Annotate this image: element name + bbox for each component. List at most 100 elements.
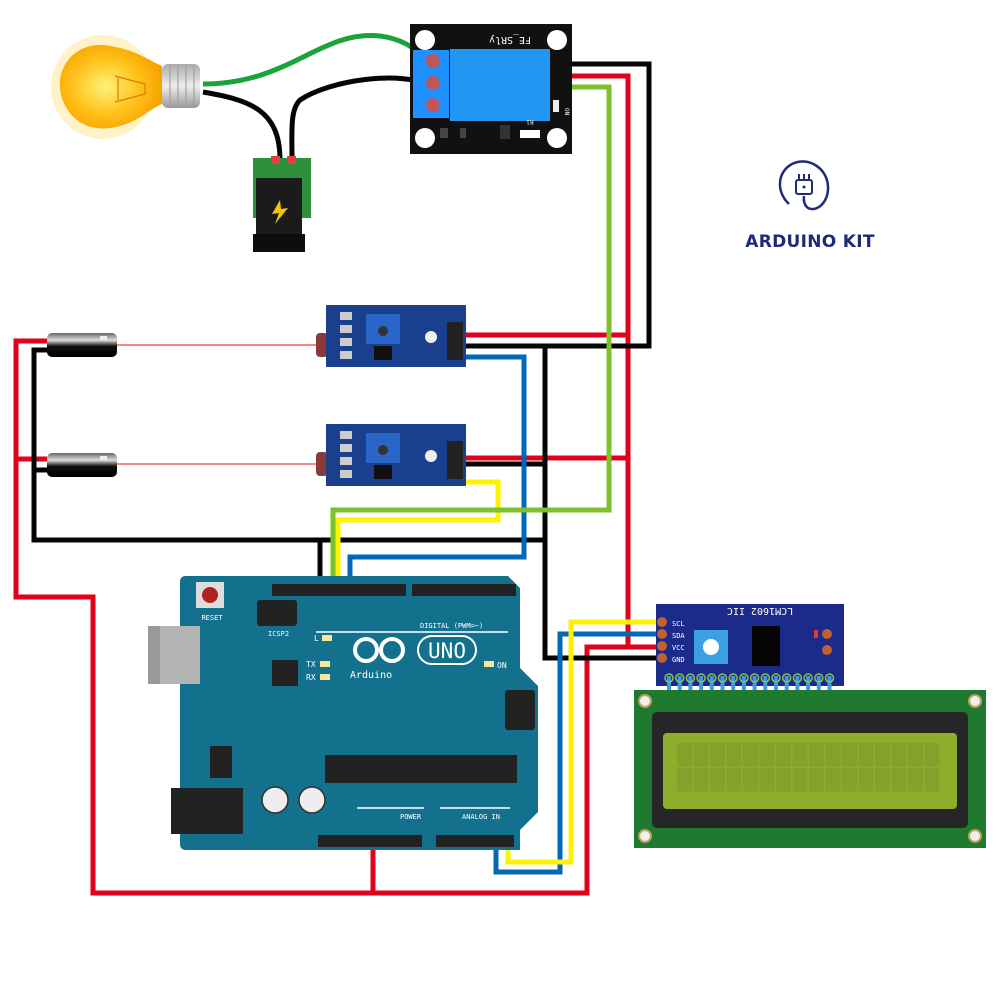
laser-module-1 [47, 333, 318, 357]
usb-chip [272, 660, 298, 686]
lcd-display [634, 690, 986, 848]
i2c-pin-sda: SDA [672, 632, 685, 640]
header-pin [741, 676, 746, 696]
led-rx-label: RX [306, 673, 316, 682]
bulb-filament [114, 75, 146, 103]
bulb-base [162, 64, 200, 108]
light-bulb [51, 35, 200, 139]
relay-resistor-label: R1 [526, 118, 534, 125]
wire-black-bulb-jack [202, 89, 283, 161]
header-pin [784, 676, 789, 696]
lcd-cell [858, 743, 874, 767]
header-pad [664, 673, 674, 683]
header-pin [677, 676, 682, 696]
lcd-cell [677, 743, 692, 767]
ldr-sensor-1 [316, 305, 466, 367]
header-pin [827, 676, 832, 696]
lcd-cell [809, 743, 824, 767]
lcd-cell [776, 743, 791, 767]
header-pad [685, 673, 696, 683]
header-pad [803, 673, 813, 683]
lcd-cell [875, 768, 890, 792]
header-pad [771, 673, 781, 683]
icsp2-label: ICSP2 [268, 630, 289, 638]
dc-power-jack [253, 156, 311, 252]
lcd-cell [809, 768, 824, 792]
header-pad [696, 673, 706, 683]
arduino-uno: RESET ICSP2 DIGITAL (PWM=~) L TX RX UNO … [148, 576, 538, 850]
wire-green-relay-in [330, 84, 612, 592]
i2c-pin-scl: SCL [672, 620, 685, 628]
regulator [210, 746, 232, 778]
header-pin [731, 676, 736, 696]
icsp-header [505, 690, 535, 730]
i2c-pins [664, 673, 835, 696]
wire-black-laser1 [31, 347, 545, 543]
header-pin [795, 676, 800, 696]
header-pad [749, 673, 760, 683]
relay-body [450, 49, 550, 121]
header-pad [717, 673, 728, 683]
lcd-cell [875, 743, 890, 767]
header-pin [720, 676, 725, 696]
lcd-cell [924, 768, 940, 792]
lcd-cell [710, 743, 725, 767]
lcd-cell [825, 768, 841, 792]
lcd-cell [710, 768, 725, 792]
lcd-cell [677, 768, 692, 792]
icsp2-header [257, 600, 297, 626]
lcd-cell [825, 743, 841, 767]
lcd-cells [677, 743, 940, 792]
header-pad [674, 673, 685, 683]
wire-blue-ldr1-out [347, 354, 527, 592]
laser-module-2 [47, 453, 318, 477]
lcd-cell [743, 743, 758, 767]
header-pin [816, 676, 821, 696]
header-pad [814, 673, 824, 683]
header-pad [824, 673, 835, 683]
arduino-brand-label: Arduino [350, 670, 392, 681]
lcd-cell [792, 743, 808, 767]
header-pin [709, 676, 714, 696]
i2c-pin-gnd: GND [672, 656, 685, 664]
lcd-cell [924, 743, 940, 767]
lcd-cell [693, 743, 709, 767]
header-pad [707, 673, 717, 683]
header-pin [806, 676, 811, 696]
header-pin [688, 676, 693, 696]
power-header [318, 835, 422, 847]
header-pin [667, 676, 671, 696]
header-pin [763, 676, 768, 696]
header-pin [699, 676, 704, 696]
lcd-cell [726, 743, 742, 767]
wires [13, 33, 660, 896]
digital-header-1 [272, 584, 406, 596]
lcd-cell [858, 768, 874, 792]
ldr-sensor-2 [316, 424, 466, 486]
lcd-cell [743, 768, 758, 792]
atmega-chip [325, 755, 517, 783]
header-pad [781, 673, 792, 683]
lcd-cell [891, 768, 907, 792]
lcd-cell [891, 743, 907, 767]
dc-barrel-jack [171, 788, 243, 834]
wire-black-relay-jack [289, 75, 434, 161]
wire-black-gnd-bus [542, 346, 660, 661]
brand-logo [778, 160, 830, 211]
capacitor-2 [298, 786, 326, 814]
i2c-label: LCM1602 IIC [727, 605, 793, 616]
header-pad [792, 673, 803, 683]
i2c-pin-vcc: VCC [672, 644, 685, 652]
wire-red-vcc-left [13, 338, 660, 896]
lcd-cell [759, 768, 775, 792]
analog-label: ANALOG IN [462, 813, 500, 821]
header-pin [752, 676, 757, 696]
power-label: POWER [400, 813, 422, 821]
relay-module: FE_SRly ON R1 [410, 24, 572, 154]
digital-label: DIGITAL (PWM=~) [420, 622, 483, 630]
lcd-cell [693, 768, 709, 792]
lightning-icon [272, 200, 288, 224]
lcd-cell [842, 743, 857, 767]
lcd-cell [726, 768, 742, 792]
lcd-cell [842, 768, 857, 792]
